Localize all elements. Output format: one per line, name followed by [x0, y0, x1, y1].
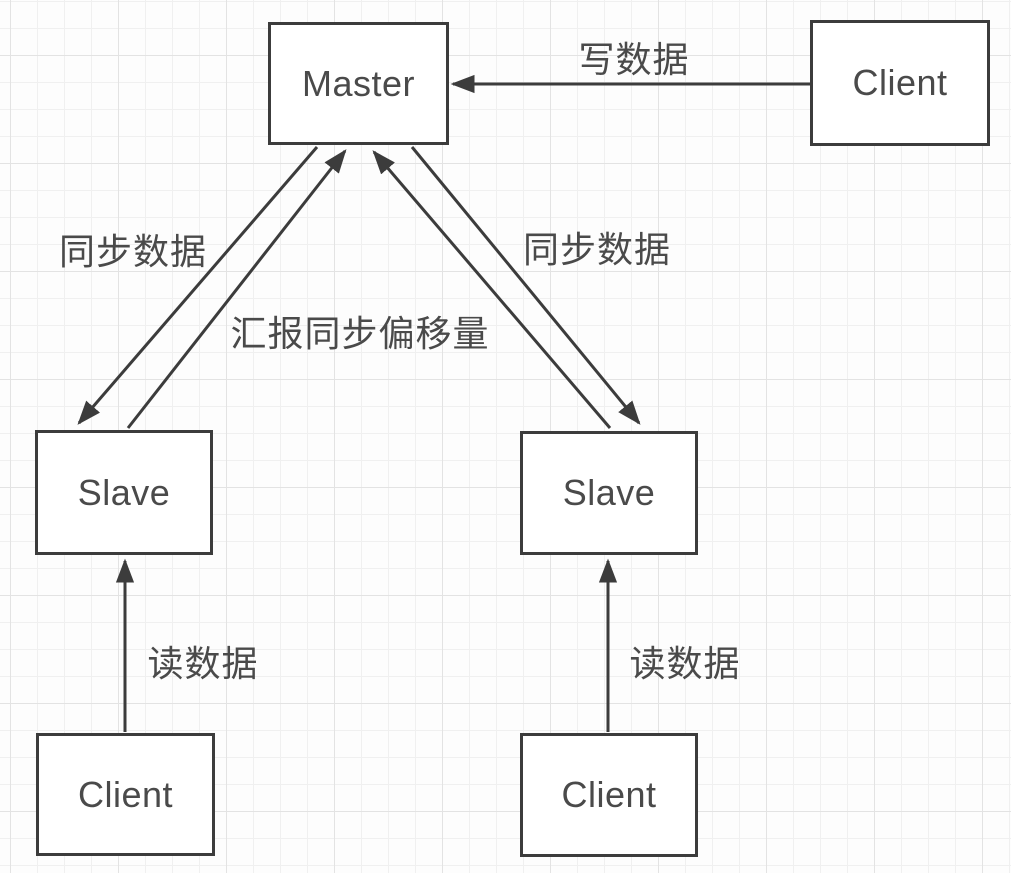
node-client-bottom-right: Client [520, 733, 698, 857]
edge-label-sync-data-right: 同步数据 [522, 229, 672, 270]
edge-sync-data-left-arrow [77, 146, 319, 425]
edge-sync-data-right-arrow [410, 146, 641, 425]
node-client-top: Client [810, 20, 990, 146]
edge-label-write-data: 写数据 [578, 39, 690, 80]
edge-label-sync-data-left: 同步数据 [58, 231, 208, 272]
node-master: Master [268, 22, 449, 145]
node-client-bottom-left: Client [36, 733, 215, 856]
edge-label-read-data-right: 读数据 [629, 643, 741, 684]
edge-report-offset-left-arrow [126, 149, 347, 429]
node-slave-right: Slave [520, 431, 698, 555]
node-slave-left: Slave [35, 430, 213, 555]
edge-report-offset-right-arrow [372, 150, 612, 429]
edge-label-read-data-left: 读数据 [147, 643, 259, 684]
edge-label-report-sync-offset: 汇报同步偏移量 [230, 313, 490, 354]
